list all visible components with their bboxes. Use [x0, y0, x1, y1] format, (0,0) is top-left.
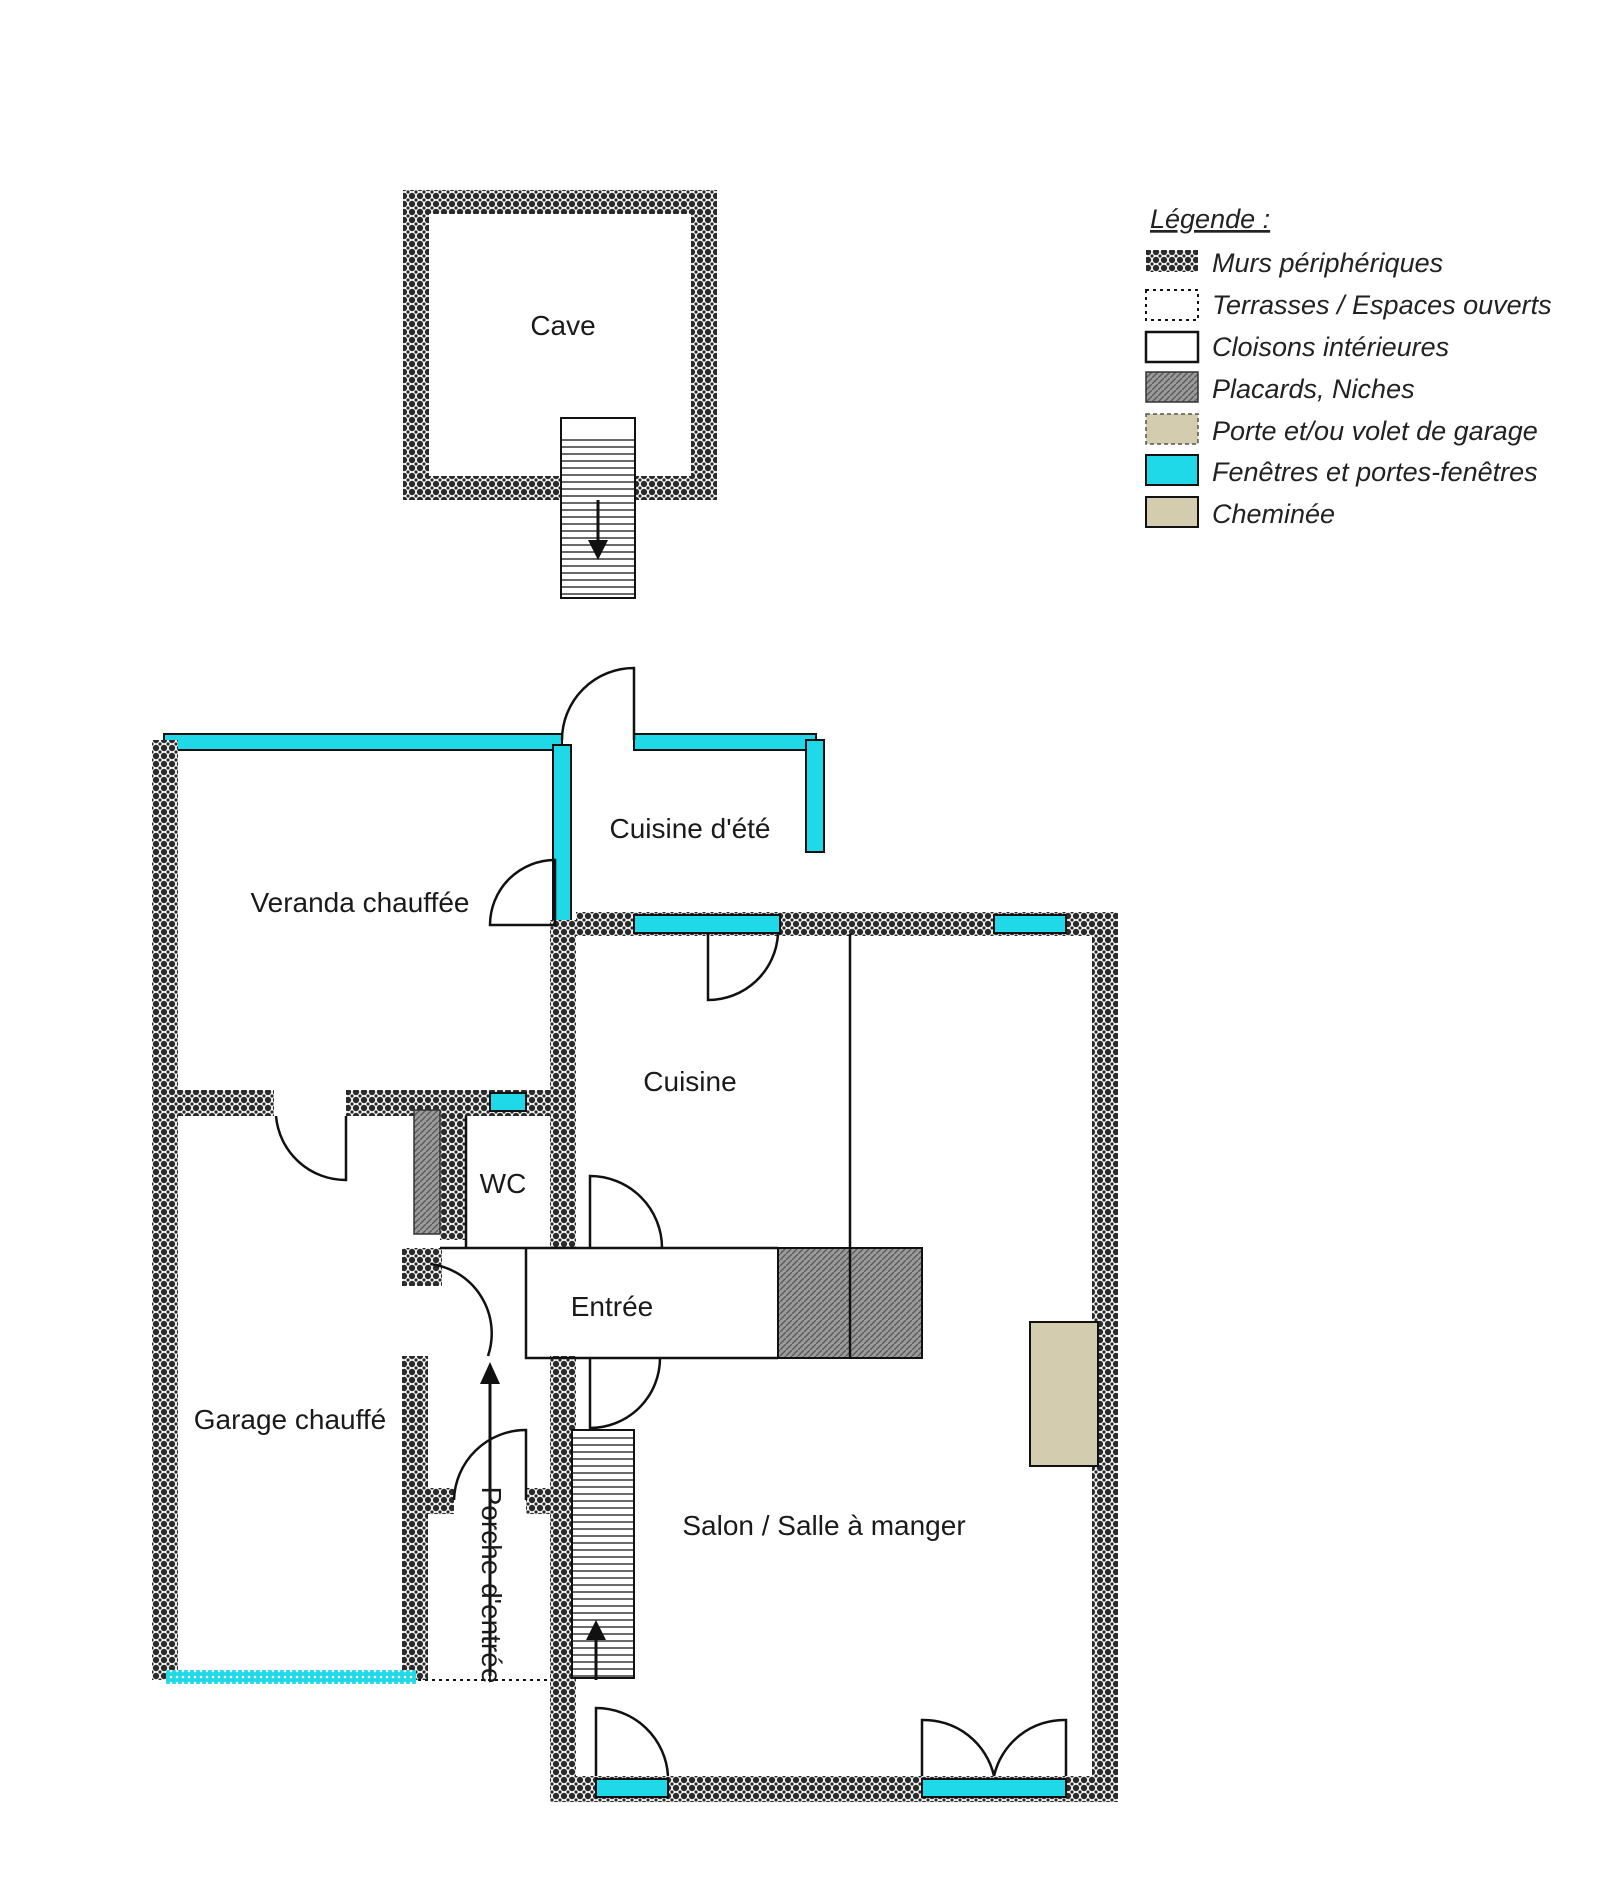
left-outer-wall [152, 740, 178, 1680]
door-cuisine-ete [560, 666, 636, 741]
entree-stub-left [402, 1356, 428, 1382]
bottom-window-left [595, 1778, 669, 1798]
garage-door [166, 1670, 416, 1684]
cave-block: Cave [403, 190, 717, 599]
cuisine-ete-right-window [805, 739, 825, 853]
room-label-veranda: Veranda chauffée [250, 887, 469, 918]
wc-corner-wall [402, 1248, 442, 1286]
room-label-cuisine: Cuisine [643, 1066, 736, 1097]
veranda-cuisine-wall [550, 920, 576, 1248]
legend-label-cloisons: Cloisons intérieures [1212, 332, 1449, 362]
wc-closet [413, 1109, 441, 1235]
legend-swatch-terrasses [1145, 289, 1199, 321]
legend-label-murs: Murs périphériques [1212, 248, 1443, 278]
main-floor: Cuisine d'été Veranda chauffée Cuisine W… [152, 666, 1118, 1802]
door-veranda-garage [274, 1115, 348, 1182]
legend-swatch-murs [1146, 250, 1198, 272]
cuisine-top-window [633, 914, 781, 934]
legend-swatch-cheminee [1145, 496, 1199, 528]
room-label-wc: WC [480, 1168, 527, 1199]
legend-title: Légende : [1150, 204, 1270, 234]
room-label-garage: Garage chauffé [194, 1404, 387, 1435]
door-cuisine-top [706, 933, 780, 1002]
wc-small-window [489, 1092, 527, 1112]
legend-swatch-fenetres [1145, 454, 1199, 486]
arrow-icon [588, 540, 608, 560]
salon-top-window [993, 914, 1067, 934]
veranda-garage-wall-left [170, 1090, 274, 1116]
stairs-icon [572, 1437, 634, 1677]
cave-stairs [560, 417, 636, 599]
legend-label-fenetres: Fenêtres et portes-fenêtres [1212, 457, 1538, 487]
room-label-entree: Entrée [571, 1291, 654, 1322]
room-label-cuisine-ete: Cuisine d'été [610, 813, 771, 844]
doors [274, 666, 1068, 1777]
entree-closet-left [777, 1247, 851, 1359]
door-cuisine-entree [588, 1174, 664, 1249]
entree-closet-right [849, 1247, 923, 1359]
entree-partitions [524, 1246, 778, 1360]
room-label-salon: Salon / Salle à manger [682, 1510, 965, 1541]
cuisine-ete-top-window [633, 733, 817, 751]
door-salon-bottom-left [594, 1706, 670, 1777]
legend: Légende : Murs périphériques Terrasses /… [1144, 204, 1552, 529]
legend-swatch-placards [1145, 371, 1199, 403]
veranda-top-window [163, 733, 563, 751]
door-wc [429, 1262, 493, 1357]
legend-swatch-cloisons [1144, 330, 1200, 364]
door-veranda [488, 858, 557, 927]
legend-label-cheminee: Cheminée [1212, 499, 1335, 529]
legend-swatch-porte-garage [1145, 413, 1199, 445]
porch-right-stub [526, 1488, 552, 1514]
door-porch [452, 1428, 528, 1501]
fireplace [1029, 1321, 1099, 1467]
salon-stairs [571, 1429, 635, 1680]
entree-stub-right [550, 1356, 576, 1382]
legend-label-placards: Placards, Niches [1212, 374, 1415, 404]
porch-left-stub [428, 1488, 454, 1514]
room-label-porche: Porche d'entrée [476, 1487, 507, 1684]
room-label-cave: Cave [530, 310, 595, 341]
legend-label-terrasses: Terrasses / Espaces ouverts [1212, 290, 1552, 320]
garage-right-wall [402, 1356, 428, 1680]
door-salon-entree [588, 1357, 662, 1430]
arrow-icon [586, 1620, 606, 1640]
door-salon-double [920, 1718, 1068, 1777]
arrow-icon [480, 1362, 500, 1384]
wc-left-wall [440, 1110, 466, 1240]
bottom-window-right [921, 1778, 1067, 1798]
legend-label-porte-garage: Porte et/ou volet de garage [1212, 416, 1538, 446]
